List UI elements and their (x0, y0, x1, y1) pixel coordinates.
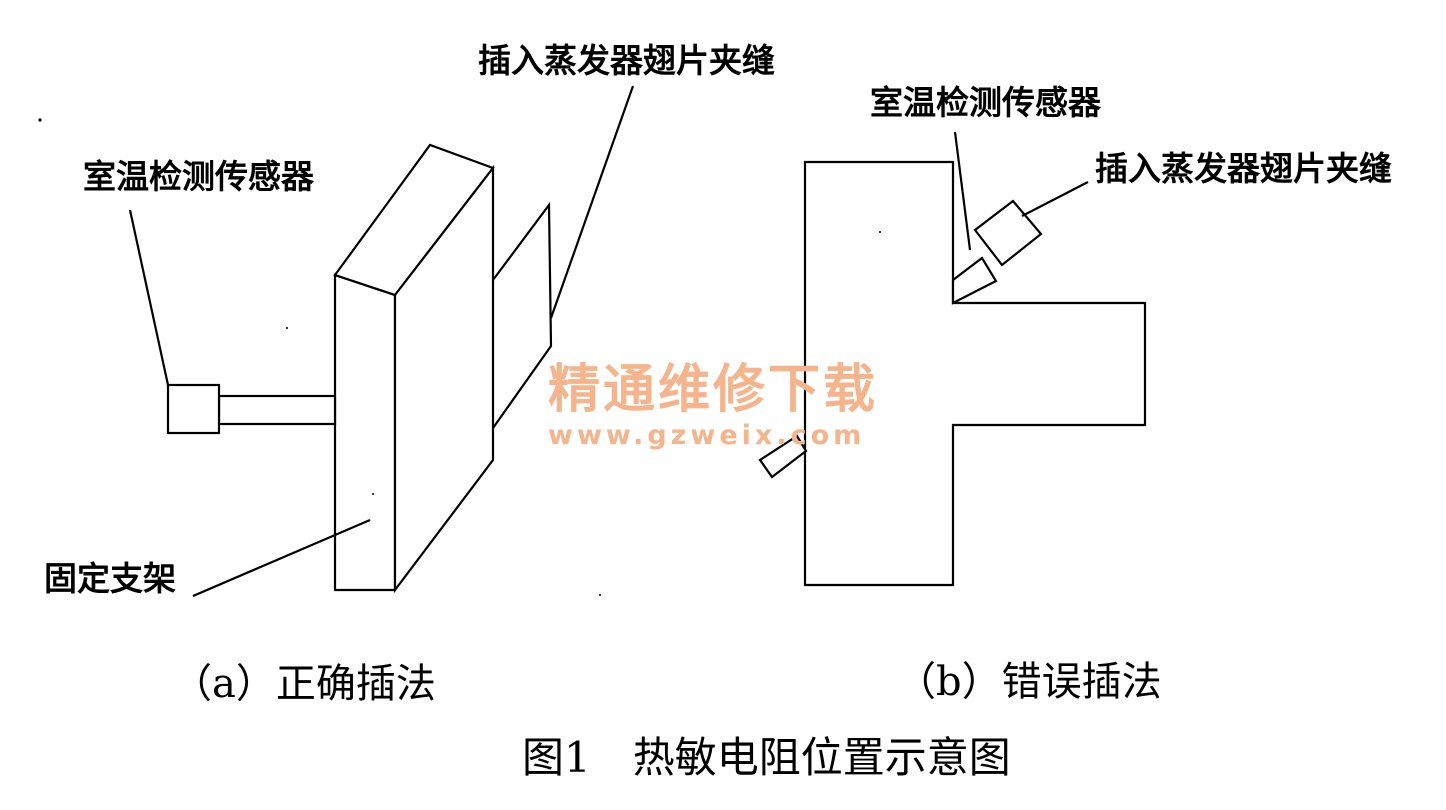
sensor-label-a: 室温检测传感器 (83, 157, 314, 196)
watermark-name: 精通维修下载 (548, 359, 879, 420)
fin-leader-a (549, 85, 635, 319)
scan-speck (372, 493, 374, 495)
scan-speck (38, 118, 42, 122)
bracket-side-face (393, 164, 495, 594)
fin-label-a: 插入蒸发器翅片夹缝 (478, 41, 775, 80)
side-probe-b (758, 434, 808, 479)
caption-a: （a）正确插法 (172, 661, 436, 707)
bracket-label-a: 固定支架 (44, 559, 176, 598)
sensor-body-b (973, 199, 1043, 267)
fin-label-b: 插入蒸发器翅片夹缝 (1095, 149, 1392, 188)
fin-leader-b (1021, 181, 1089, 217)
sensor-leader-b (953, 131, 972, 251)
caption-b: （b）错误插法 (896, 659, 1162, 705)
evaporator-fin-plate (492, 201, 553, 429)
scan-speck (599, 594, 601, 596)
bracket-leader-a (192, 518, 371, 598)
bracket-front-face (333, 273, 397, 592)
sensor-stem-a (217, 394, 337, 426)
sensor-label-b: 室温检测传感器 (870, 83, 1101, 122)
sensor-leader-a (128, 209, 170, 386)
sensor-stem-b (951, 256, 998, 305)
scan-speck (879, 231, 881, 233)
watermark-url: www.gzweix.com (548, 420, 866, 451)
figure-title: 图1 热敏电阻位置示意图 (522, 733, 1011, 782)
scan-speck (286, 327, 288, 329)
sensor-body-a (166, 383, 221, 435)
evaporator-t-shape (803, 160, 1147, 587)
